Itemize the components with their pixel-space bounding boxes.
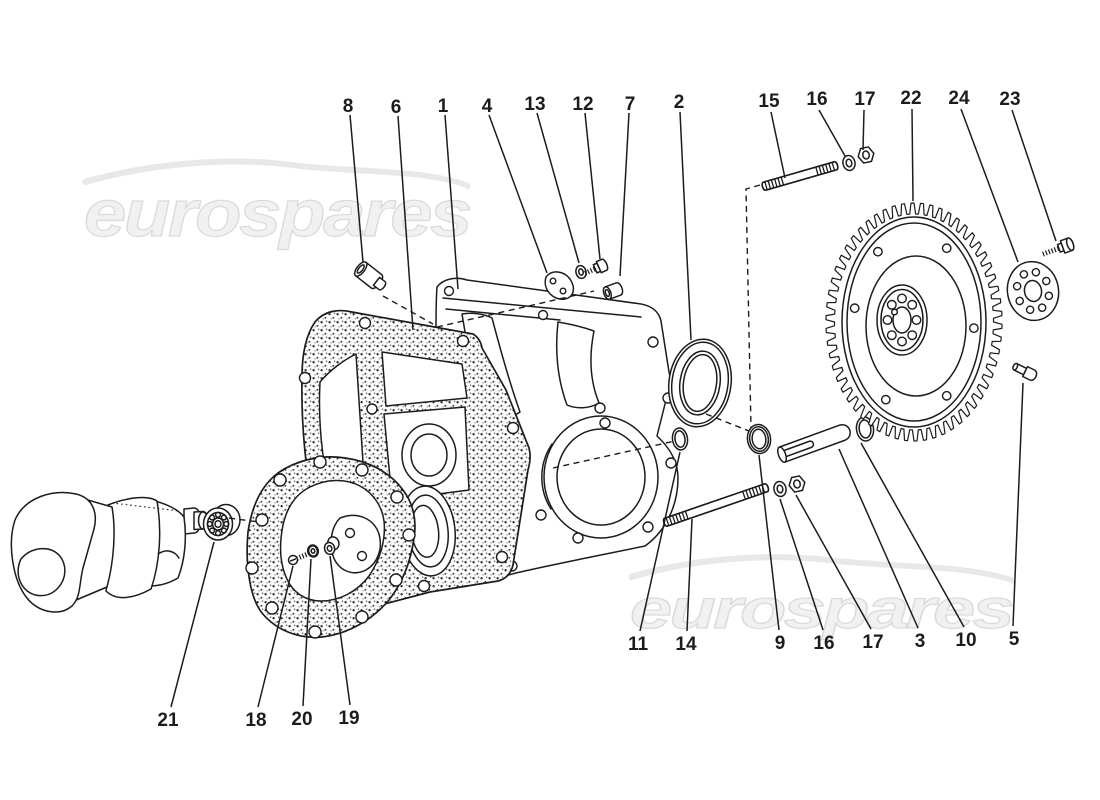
- callout-line-3: [838, 448, 919, 629]
- callout-number-9: 9: [775, 633, 786, 654]
- part-5-plug: [1012, 362, 1038, 382]
- callout-line-16: [779, 498, 824, 631]
- callout-number-12: 12: [572, 94, 593, 115]
- callout-number-10: 10: [955, 630, 976, 651]
- callout-number-6: 6: [391, 97, 402, 118]
- callout-line-23: [1011, 109, 1057, 242]
- callout-number-5: 5: [1009, 629, 1020, 650]
- callout-number-3: 3: [915, 631, 926, 652]
- callout-number-22: 22: [900, 88, 921, 109]
- part-24-drive-plate: [1006, 260, 1060, 322]
- part-2-seal: [667, 338, 733, 428]
- callout-number-23: 23: [999, 89, 1020, 110]
- callout-number-2: 2: [674, 92, 685, 113]
- callout-line-21: [170, 541, 215, 708]
- callout-line-24: [960, 108, 1019, 263]
- callout-number-8: 8: [343, 96, 354, 117]
- callout-number-1: 1: [438, 96, 449, 117]
- callout-number-4: 4: [482, 96, 493, 117]
- flywheel-hub: [876, 284, 928, 356]
- callout-number-16: 16: [813, 633, 834, 654]
- callout-number-14: 14: [675, 634, 697, 655]
- part-12-bolt: [584, 258, 609, 276]
- part-18-screw: [287, 552, 308, 566]
- callout-line-14: [686, 518, 693, 632]
- part-8-plug: [353, 261, 387, 291]
- callout-line-8: [349, 114, 364, 263]
- watermark-swoosh: [628, 554, 1016, 585]
- part-22-flywheel: [825, 202, 1003, 442]
- watermark-top: eurospares: [82, 158, 473, 251]
- callout-number-13: 13: [524, 94, 545, 115]
- callout-line-17: [862, 109, 865, 151]
- part-15-stud: [761, 161, 839, 191]
- crankshaft-drawing: [10, 491, 209, 613]
- callout-line-10: [860, 442, 965, 628]
- callout-line-20: [302, 558, 312, 707]
- callout-line-5: [1012, 382, 1024, 627]
- callout-line-4: [488, 114, 548, 274]
- callout-number-18: 18: [245, 710, 266, 731]
- callout-line-9: [758, 454, 780, 631]
- part-13-washer: [575, 264, 587, 280]
- part-11-ring: [671, 427, 689, 451]
- callout-number-16: 16: [806, 89, 827, 110]
- callout-line-2: [679, 111, 692, 341]
- watermark-swoosh: [82, 158, 471, 190]
- watermark-text-top: eurospares: [84, 176, 470, 250]
- watermark-swoosh-highlight: [86, 164, 467, 191]
- callout-line-12: [584, 112, 601, 260]
- callout-line-7: [619, 112, 630, 277]
- callout-line-13: [536, 112, 580, 264]
- part-7-plug: [602, 282, 624, 301]
- callout-line-1: [444, 114, 459, 290]
- part-3-spacer-pin: [777, 424, 851, 463]
- callout-number-24: 24: [948, 88, 970, 109]
- callout-line-22: [911, 108, 914, 202]
- callout-number-7: 7: [625, 94, 636, 115]
- callout-number-11: 11: [628, 634, 649, 655]
- part-17-nut-top: [857, 146, 875, 164]
- part-20-washer: [306, 544, 320, 558]
- callout-line-6: [397, 115, 414, 331]
- callout-number-15: 15: [758, 91, 780, 112]
- callout-number-19: 19: [338, 708, 359, 729]
- callout-number-21: 21: [157, 710, 179, 731]
- callout-line-19: [329, 555, 351, 706]
- part-17-nut-bottom: [788, 475, 806, 493]
- part-14-stud: [662, 483, 770, 527]
- callout-number-17: 17: [862, 632, 883, 653]
- part-16-washer-bottom: [773, 480, 787, 498]
- callout-line-18: [257, 565, 294, 708]
- part-4-plate: [544, 271, 575, 300]
- callout-line-17: [795, 494, 872, 630]
- part-9-ring: [746, 423, 772, 455]
- callout-number-17: 17: [854, 89, 875, 110]
- callout-line-16: [818, 109, 846, 157]
- part-16-washer-top: [842, 154, 856, 172]
- callout-line-11: [639, 451, 681, 632]
- callout-number-20: 20: [291, 709, 312, 730]
- dashed-leaders: [228, 184, 761, 523]
- part-19-plug: [323, 536, 340, 556]
- callout-line-15: [770, 111, 786, 179]
- part-23-bolt: [1042, 237, 1075, 257]
- part-21-bearing: [202, 503, 241, 541]
